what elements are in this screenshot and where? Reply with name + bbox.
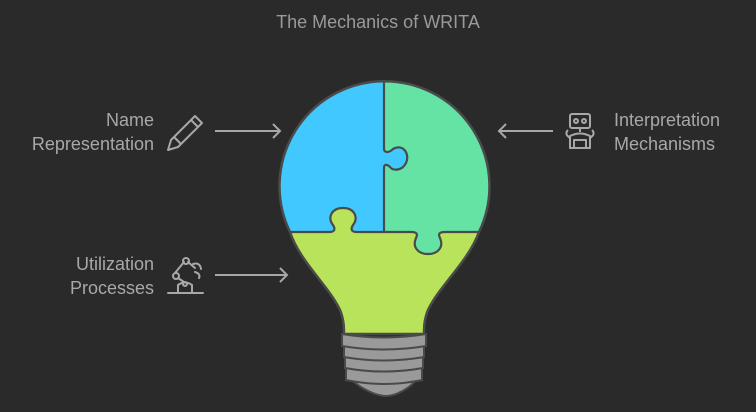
label-line: Processes	[69, 278, 154, 298]
label-line: Utilization	[75, 254, 154, 274]
arrow-name-representation	[215, 123, 282, 139]
label-interpretation-mechanisms: Interpretation Mechanisms	[614, 108, 720, 156]
diagram-title: The Mechanics of WRITA	[276, 12, 480, 32]
label-line: Interpretation	[614, 110, 721, 130]
label-name-representation: Name Representation	[32, 108, 154, 156]
label-line: Mechanisms	[614, 134, 716, 154]
label-line: Name	[105, 110, 154, 130]
pencil-icon	[167, 115, 203, 151]
label-utilization-processes: Utilization Processes	[70, 252, 154, 300]
bulb-glass	[279, 81, 490, 334]
bulb-base	[341, 332, 427, 398]
robotic-arm-icon	[167, 257, 204, 294]
arrow-interpretation-mechanisms	[497, 123, 553, 139]
bulb-outline	[278, 79, 491, 336]
arrow-utilization-processes	[215, 267, 289, 283]
label-line: Representation	[31, 134, 154, 154]
robot-icon	[565, 113, 595, 149]
